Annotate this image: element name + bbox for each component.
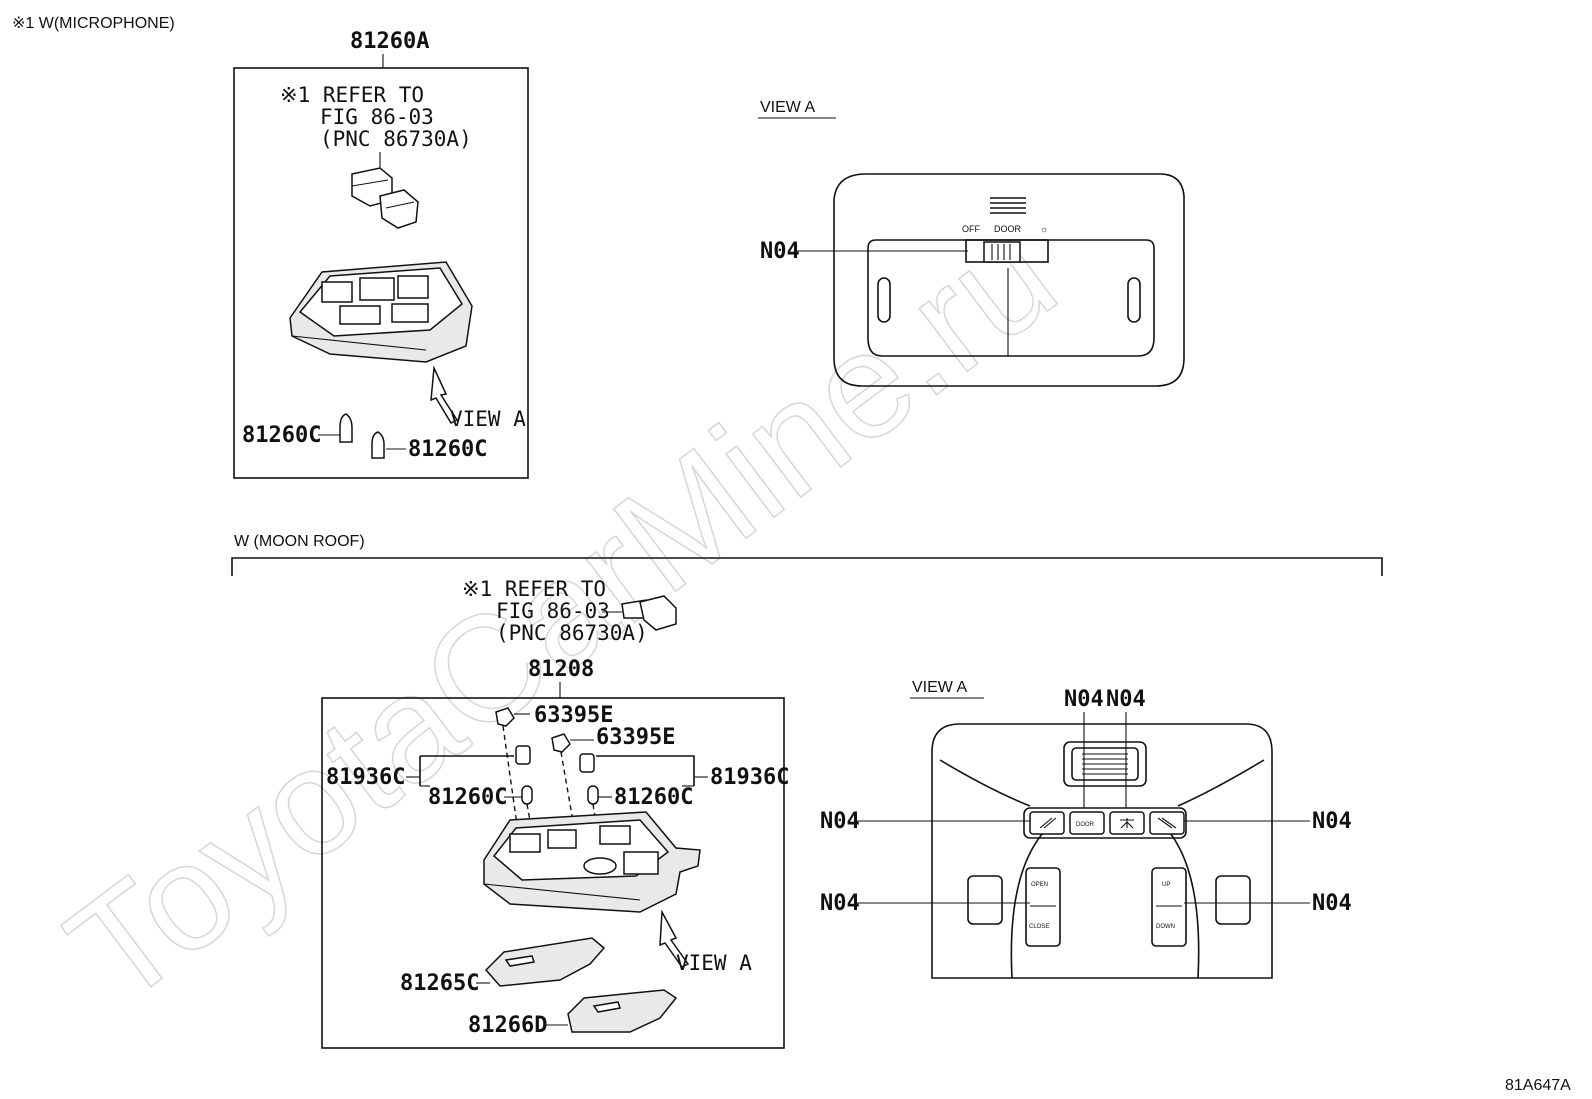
bottom-refer-note: ※1 REFER TO FIG 86-03 (PNC 86730A) <box>462 577 648 645</box>
sunroof-tilt-button-left <box>1029 811 1065 835</box>
sunroof-tilt-button-right <box>1149 811 1185 835</box>
top-assembly-part-number: 81260A <box>350 29 429 54</box>
top-bulb-left <box>339 413 353 443</box>
callout-top-2: N04 <box>1106 687 1146 712</box>
svg-text:(PNC 86730A): (PNC 86730A) <box>496 621 648 645</box>
door-button <box>1069 811 1105 835</box>
bottom-assembly-box <box>321 697 785 1049</box>
bottom-view-title: VIEW A <box>912 679 967 696</box>
bottom-section-title: W (MOON ROOF) <box>234 533 365 550</box>
open-close-switch: OPEN CLOSE <box>1025 867 1061 947</box>
top-refer-note: ※1 REFER TO FIG 86-03 (PNC 86730A) <box>280 83 472 151</box>
bottom-view-arrow <box>659 909 690 968</box>
bottom-bulb-right <box>587 785 599 805</box>
map-lamp-right <box>1215 875 1251 925</box>
bottom-assembly-part-number: 81208 <box>528 657 594 682</box>
up-label: UP <box>1162 882 1170 888</box>
microphone-part <box>351 167 419 229</box>
callout-right-upper: N04 <box>1312 809 1352 834</box>
socket-right-bracket <box>596 755 695 786</box>
clip-right-label: 63395E <box>596 725 675 750</box>
svg-text:※1 REFER TO: ※1 REFER TO <box>280 83 424 107</box>
bottom-bulb-left-label: 81260C <box>428 785 507 810</box>
bottom-view-arrow-label: VIEW A <box>676 951 752 975</box>
lens-81266d <box>567 989 678 1033</box>
top-view-callout: N04 <box>760 239 800 264</box>
lens-81265c <box>484 937 606 987</box>
svg-text:(PNC 86730A): (PNC 86730A) <box>320 127 472 151</box>
callout-left-lower: N04 <box>820 891 860 916</box>
callout-right-lower: N04 <box>1312 891 1352 916</box>
up-down-switch: UP DOWN <box>1151 867 1187 947</box>
bottom-bulb-right-label: 81260C <box>614 785 693 810</box>
bottom-view-button-row: DOOR <box>1023 807 1187 839</box>
socket-right-label: 81936C <box>710 765 789 790</box>
switch-label-door: DOOR <box>994 224 1022 234</box>
svg-text:FIG 86-03: FIG 86-03 <box>496 599 610 623</box>
figure-code: 81A647A <box>1505 1077 1571 1094</box>
close-label: CLOSE <box>1029 924 1049 930</box>
assembly-dash-2 <box>526 803 533 833</box>
switch-label-lamp-icon: ☼ <box>1040 224 1048 234</box>
bottom-view-console <box>931 723 1273 979</box>
top-bulb-right <box>371 431 385 459</box>
bottom-bulb-left <box>521 785 533 805</box>
door-button-label: DOOR <box>1076 822 1095 828</box>
socket-left-label: 81936C <box>326 765 405 790</box>
bottom-lamp-housing <box>483 811 701 913</box>
top-view-console <box>833 173 1185 387</box>
open-label: OPEN <box>1031 882 1048 888</box>
top-bulb-right-label: 81260C <box>408 437 487 462</box>
bottom-microphone-part <box>621 595 677 631</box>
callout-left-upper: N04 <box>820 809 860 834</box>
callout-top-1: N04 <box>1064 687 1104 712</box>
lens-81265c-label: 81265C <box>400 971 479 996</box>
top-assembly-box <box>233 67 529 479</box>
lens-81266d-label: 81266D <box>468 1013 547 1038</box>
bottom-view-grille <box>1063 741 1147 787</box>
top-view-title: VIEW A <box>760 99 815 116</box>
top-view-grille <box>990 197 1026 214</box>
top-view-slide-switch <box>965 239 1049 263</box>
top-view-arrow <box>430 365 459 424</box>
clip-left-label: 63395E <box>534 703 613 728</box>
top-section-title: ※1 W(MICROPHONE) <box>12 15 175 32</box>
socket-left <box>515 745 531 765</box>
top-bulb-left-label: 81260C <box>242 423 321 448</box>
switch-label-off: OFF <box>962 224 980 234</box>
top-view-arrow-label: VIEW A <box>450 407 526 431</box>
top-lamp-housing <box>289 261 473 363</box>
socket-left-bracket <box>419 755 514 786</box>
bottom-section-bracket <box>231 557 1383 576</box>
svg-text:※1 REFER TO: ※1 REFER TO <box>462 577 606 601</box>
socket-right <box>579 753 595 773</box>
clip-right <box>551 733 571 753</box>
map-lamp-left <box>967 875 1003 925</box>
svg-text:FIG 86-03: FIG 86-03 <box>320 105 434 129</box>
clip-left <box>495 707 515 727</box>
down-label: DOWN <box>1156 924 1175 930</box>
